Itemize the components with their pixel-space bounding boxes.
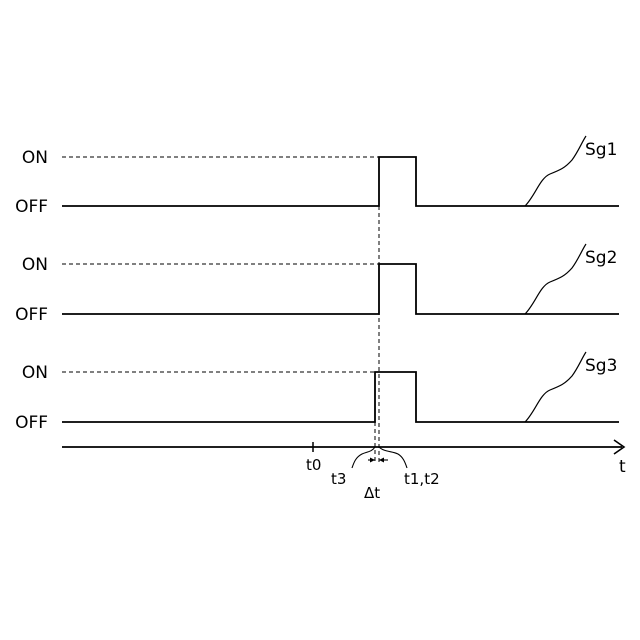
on-label-sg3: ON — [22, 363, 48, 383]
signal-sg3-leader — [525, 352, 586, 422]
t1t2-label: t1,t2 — [404, 470, 440, 488]
on-label-sg2: ON — [22, 255, 48, 275]
signal-sg1-waveform — [62, 157, 619, 206]
off-label-sg3: OFF — [15, 413, 48, 433]
t0-label: t0 — [306, 456, 321, 474]
signal-sg3-name: Sg3 — [585, 356, 617, 376]
time-axis-label: t — [619, 457, 626, 477]
delta-t-arrow-right — [379, 458, 384, 463]
leader-t1t2 — [379, 447, 407, 468]
delta-t-label: Δt — [364, 484, 380, 502]
t3-label: t3 — [331, 470, 346, 488]
on-label-sg1: ON — [22, 148, 48, 168]
signal-sg3-waveform — [62, 372, 619, 422]
leader-t3 — [352, 447, 375, 468]
signal-sg2-waveform — [62, 264, 619, 314]
off-label-sg1: OFF — [15, 197, 48, 217]
signal-sg1-name: Sg1 — [585, 140, 617, 160]
signal-sg2-leader — [525, 244, 586, 314]
off-label-sg2: OFF — [15, 305, 48, 325]
signal-sg1-leader — [525, 136, 586, 206]
signal-sg2-name: Sg2 — [585, 248, 617, 268]
delta-t-arrow-left — [370, 458, 375, 463]
